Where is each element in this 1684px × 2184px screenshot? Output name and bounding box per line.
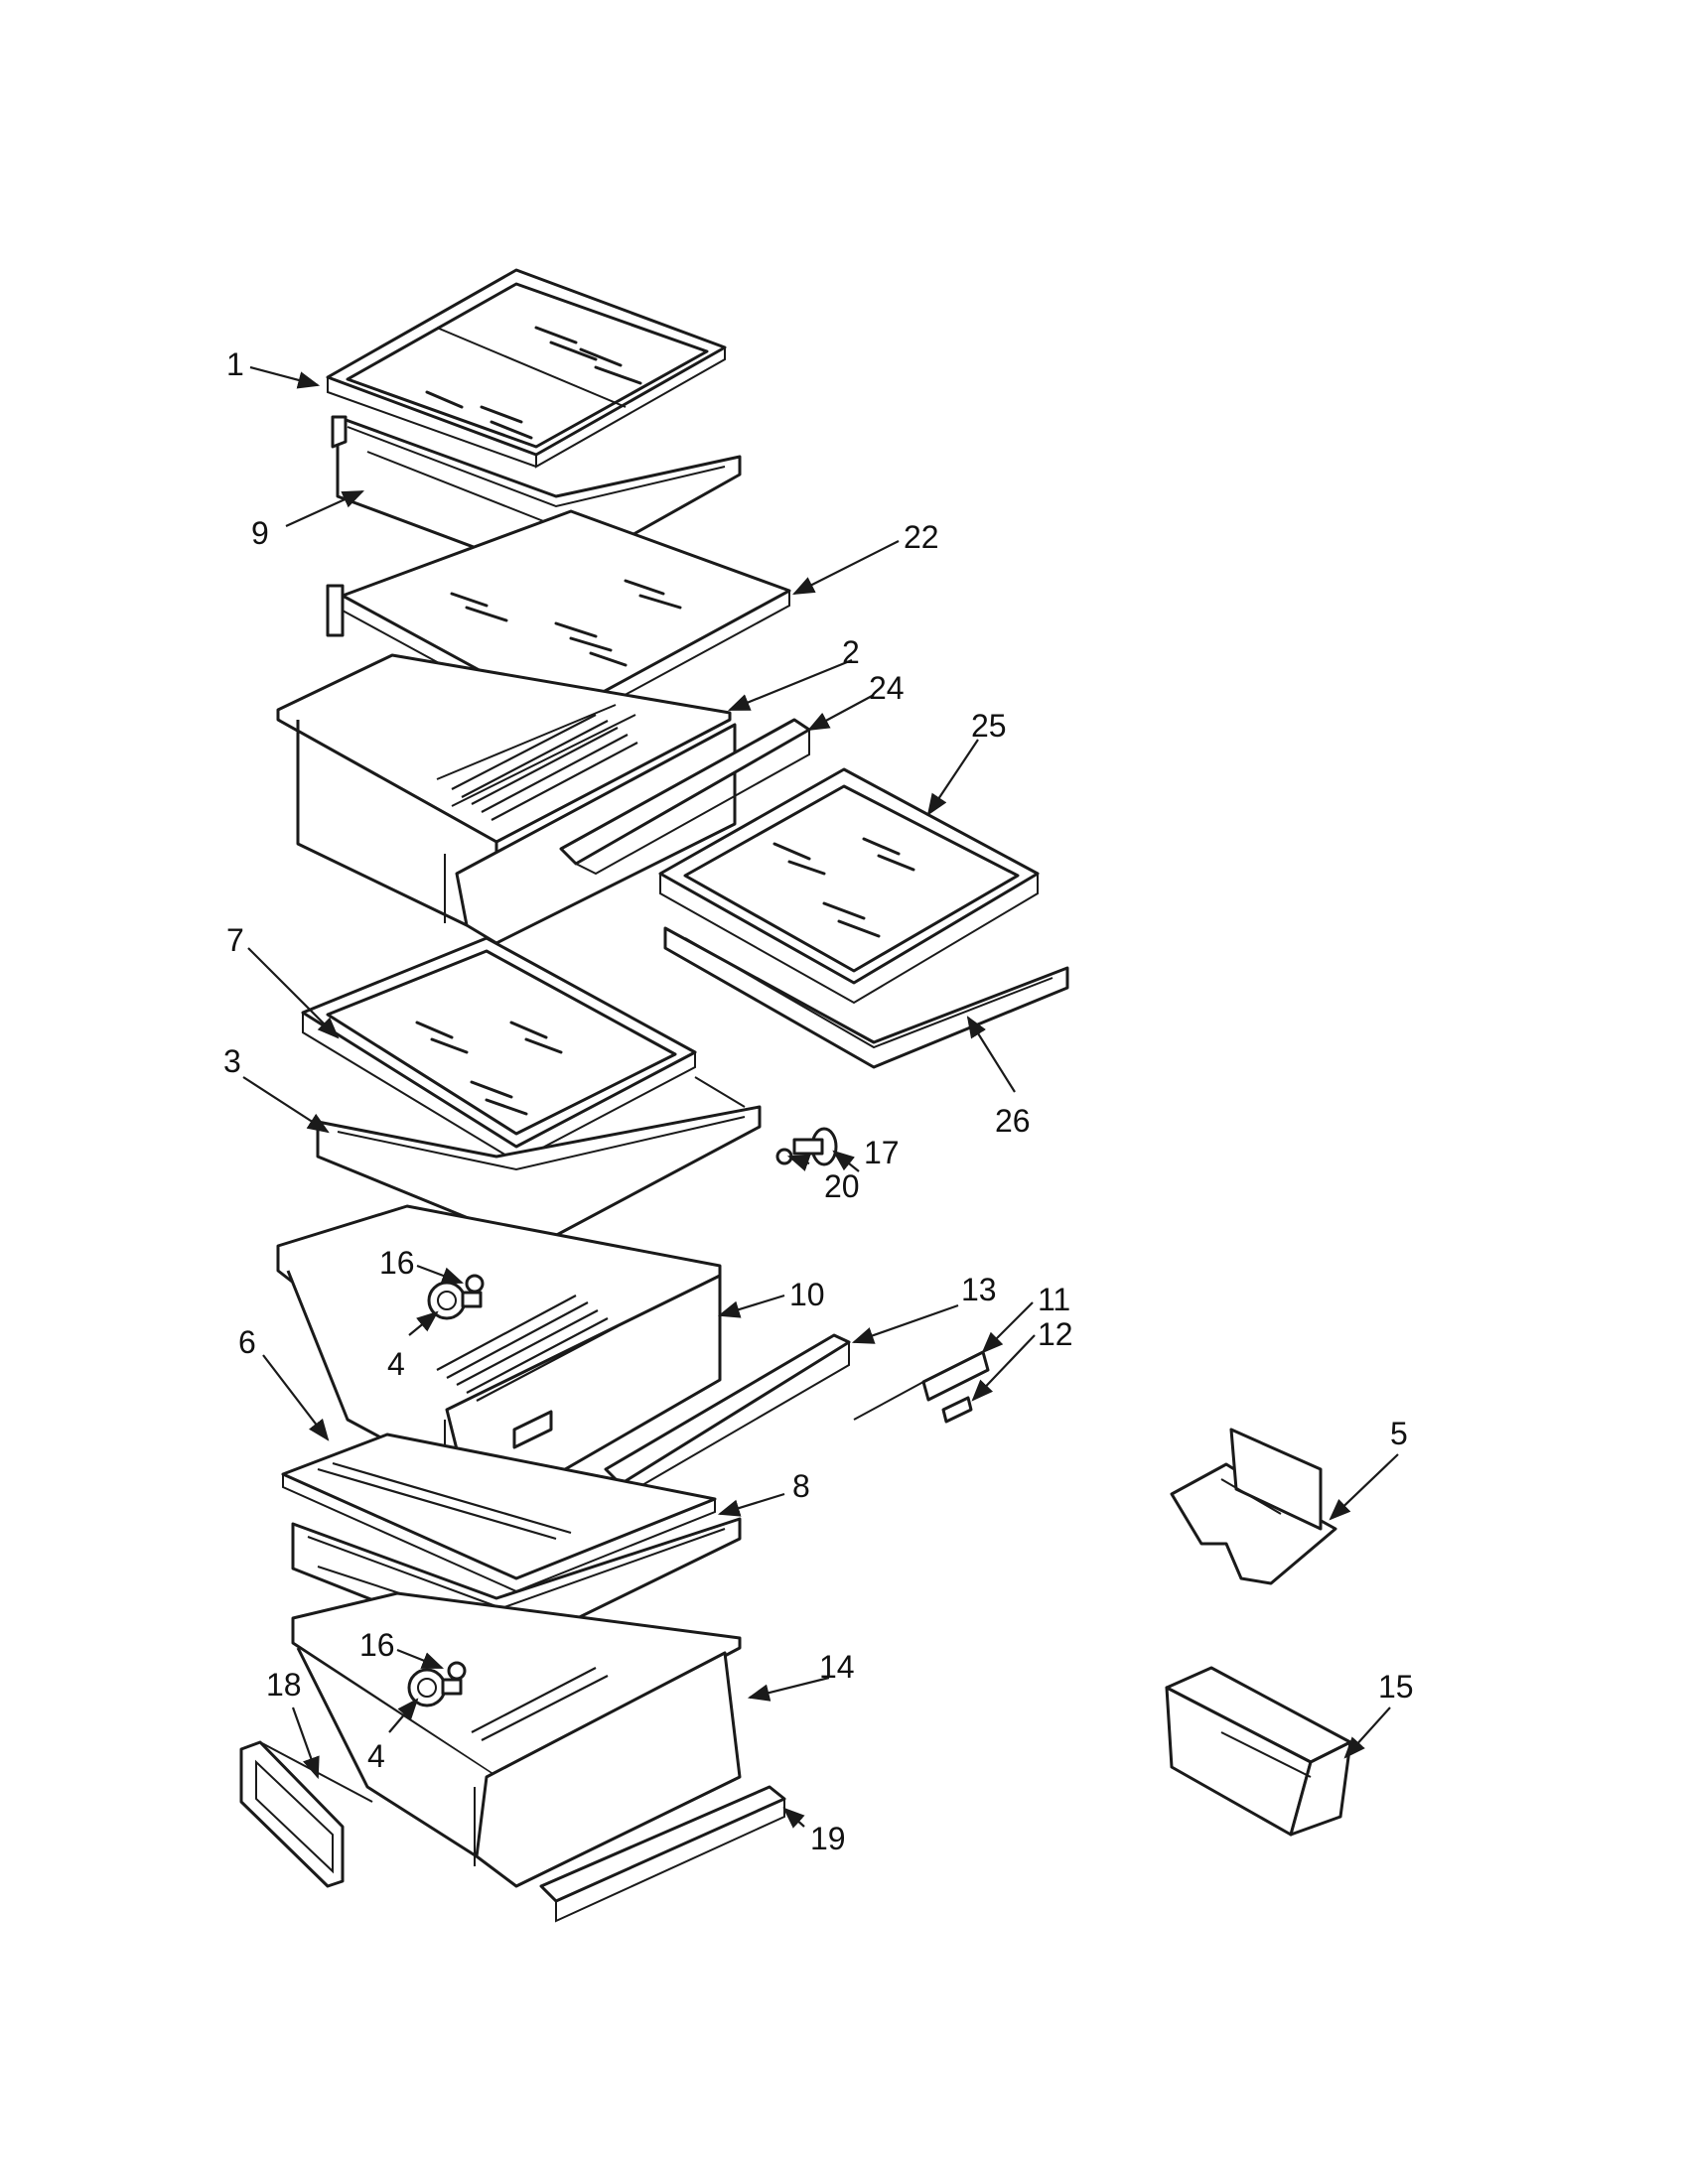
callout-19: 19 xyxy=(810,1821,846,1856)
callout-13: 13 xyxy=(961,1272,997,1307)
part-5-bracket xyxy=(1170,1428,1337,1585)
leader-lines xyxy=(242,365,1399,1829)
callout-4b: 4 xyxy=(367,1738,385,1774)
callout-26: 26 xyxy=(995,1103,1031,1139)
callout-7: 7 xyxy=(226,922,244,958)
callout-16b: 16 xyxy=(359,1627,395,1663)
part-6-glass-cover xyxy=(281,1433,717,1593)
callout-11: 11 xyxy=(1038,1282,1070,1317)
callout-15: 15 xyxy=(1378,1669,1414,1705)
callout-3: 3 xyxy=(223,1043,241,1079)
callout-20: 20 xyxy=(824,1168,860,1204)
callout-24: 24 xyxy=(869,670,905,706)
part-17-20-wheel-screw xyxy=(775,1127,838,1166)
callout-12: 12 xyxy=(1038,1316,1073,1352)
part-10-crisper-drawer xyxy=(276,1204,722,1511)
callout-6: 6 xyxy=(238,1324,256,1360)
callout-22: 22 xyxy=(904,519,939,555)
part-16-4-rollers-lower xyxy=(407,1661,467,1707)
callout-labels: 1 9 22 2 24 25 7 3 17 20 26 16 4 10 13 1… xyxy=(223,346,1414,1856)
callout-4a: 4 xyxy=(387,1346,405,1382)
callout-8: 8 xyxy=(792,1468,810,1504)
callout-14: 14 xyxy=(819,1649,855,1685)
callout-25: 25 xyxy=(971,708,1007,744)
callout-5: 5 xyxy=(1390,1416,1408,1451)
part-25-glass-shelf xyxy=(658,767,1040,1005)
part-13-11-12-trim-clip xyxy=(604,1333,990,1491)
callout-2: 2 xyxy=(842,634,860,670)
part-7-glass-shelf xyxy=(301,936,697,1163)
part-15-bin xyxy=(1165,1666,1352,1837)
part-1-glass-shelf xyxy=(326,268,727,469)
part-26-shelf-frame xyxy=(663,926,1069,1069)
callout-18: 18 xyxy=(266,1667,302,1703)
callout-16a: 16 xyxy=(379,1245,415,1281)
part-14-lower-drawer xyxy=(291,1591,742,1888)
callout-10: 10 xyxy=(789,1277,825,1312)
callout-9: 9 xyxy=(251,515,269,551)
part-9-shelf-frame xyxy=(331,415,742,580)
part-18-panel xyxy=(239,1740,373,1888)
callout-17: 17 xyxy=(864,1135,900,1170)
part-3-shelf-frame xyxy=(316,1076,762,1248)
callout-1: 1 xyxy=(226,346,244,382)
